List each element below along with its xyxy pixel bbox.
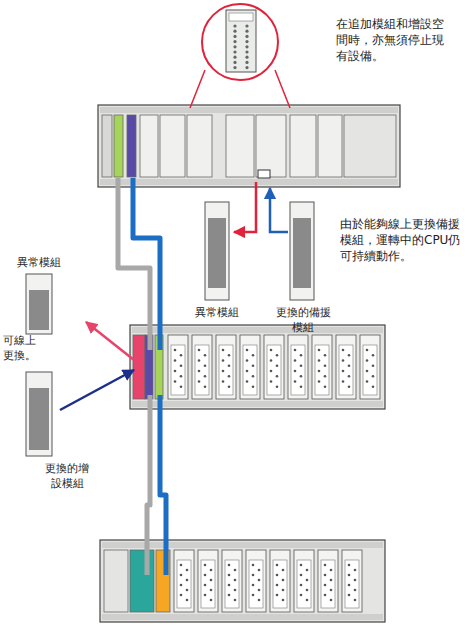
module-caption: 可線上更換。 (3, 334, 43, 364)
plc-rack (98, 105, 400, 187)
zoom-callout (190, 4, 290, 108)
note-text: 由於能夠線上更換備援模組，運轉中的CPU仍可持續動作。 (340, 216, 464, 265)
module-caption: 異常模組 (10, 256, 68, 271)
module-caption: 更換的備援模組 (272, 306, 334, 336)
module-caption: 更換的增設模組 (42, 462, 92, 492)
redundant-module-exchange (205, 182, 314, 300)
communication-cables (118, 178, 166, 575)
plc-rack (130, 325, 385, 409)
expansion-module-exchange (26, 274, 134, 456)
plc-rack (100, 540, 385, 622)
module-caption: 異常模組 (186, 306, 248, 321)
note-text: 在追加模組和增設空間時，亦無須停止現有設備。 (336, 16, 454, 65)
plc-racks (98, 105, 400, 622)
